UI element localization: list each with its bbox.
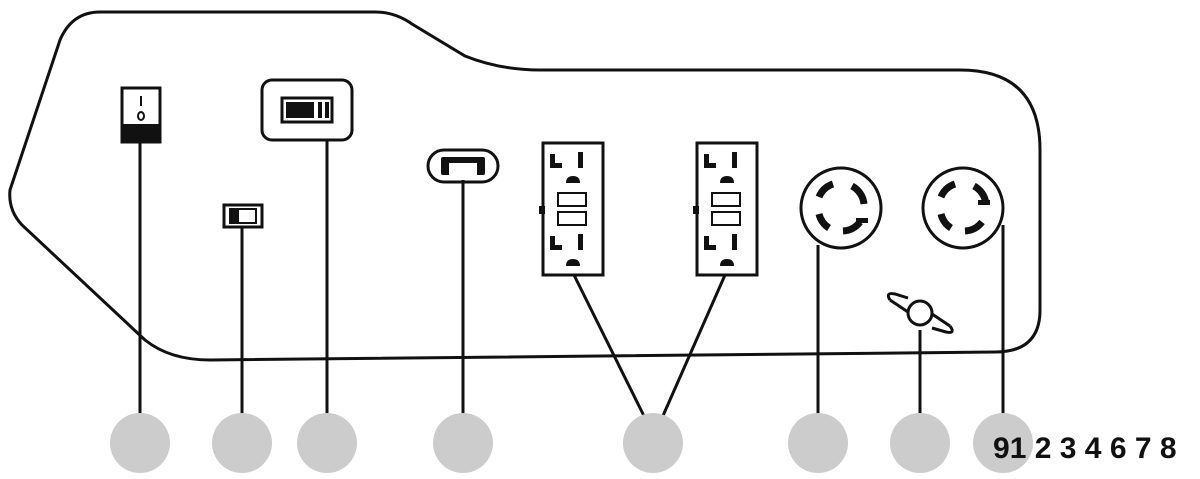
usb-port-icon <box>426 148 500 184</box>
callout-label: 8 <box>1160 432 1177 465</box>
callout-label: 3 <box>1060 432 1077 465</box>
callout-circle <box>973 413 1033 473</box>
connector-lines <box>138 140 1005 430</box>
callout-circle <box>890 413 950 473</box>
callout-circle <box>212 413 272 473</box>
display-meter-icon <box>260 78 354 142</box>
rocker-switch-icon <box>120 86 162 144</box>
callout-label: 7 <box>1135 432 1152 465</box>
callout-label: 6 <box>1110 432 1127 465</box>
twist-lock-outlet-icon <box>921 166 1005 250</box>
callout-label: 2 <box>1035 432 1052 465</box>
callout-circle <box>110 413 170 473</box>
callout-label: 4 <box>1085 432 1102 465</box>
callout-label: 1 <box>1010 432 1027 465</box>
callout-label: 9 <box>993 432 1010 465</box>
callout-circle <box>623 413 683 473</box>
callout-circle <box>433 413 493 473</box>
ground-terminal-icon <box>886 292 954 334</box>
small-switch-icon <box>222 203 264 229</box>
callout-circle <box>297 413 357 473</box>
gfci-outlet-icon <box>693 141 759 277</box>
callout-label-row: 91 2 3 4 6 7 8 <box>993 432 1177 465</box>
panel-outline <box>8 10 1042 362</box>
callout-circle <box>788 413 848 473</box>
twist-lock-outlet-icon <box>799 166 883 250</box>
gfci-outlet-icon <box>539 141 605 277</box>
callout-circles <box>110 413 1033 473</box>
